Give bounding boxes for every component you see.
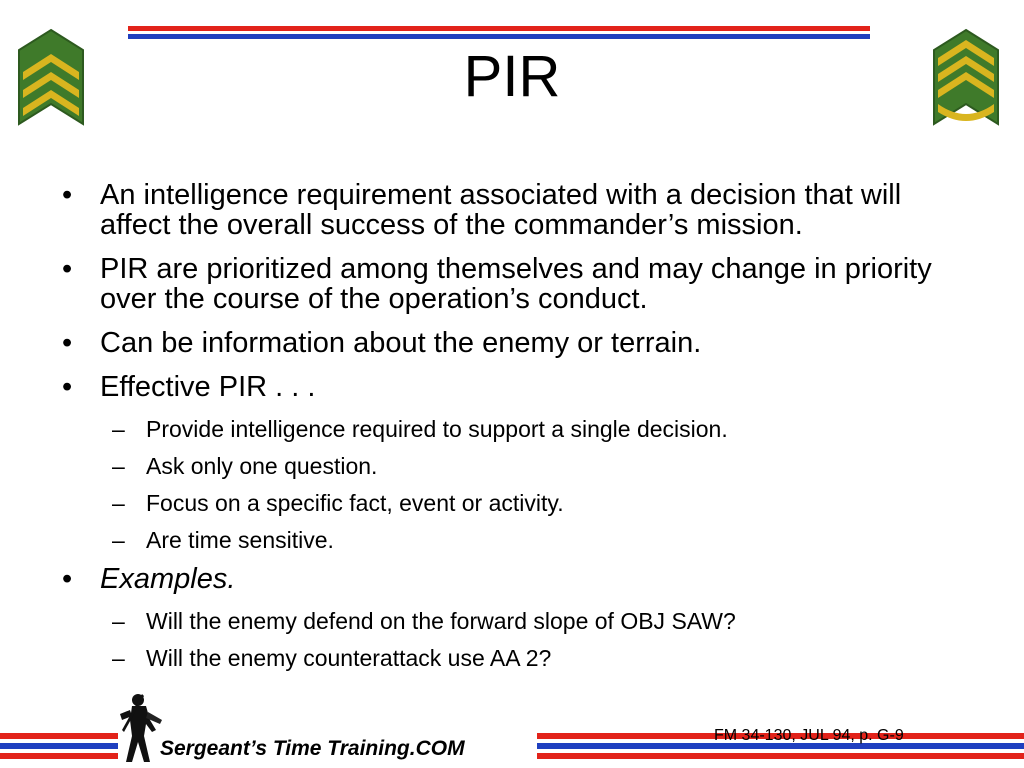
bullet-item: • Examples. — [62, 564, 962, 594]
slide-content: • An intelligence requirement associated… — [62, 180, 962, 682]
bullet-text: PIR are prioritized among themselves and… — [100, 253, 932, 315]
bullet-text: Effective PIR . . . — [100, 371, 316, 403]
sub-bullet-mark: – — [112, 453, 125, 479]
top-stripe-blue — [128, 34, 870, 39]
sub-bullet-mark: – — [112, 608, 125, 634]
bullet-text: Can be information about the enemy or te… — [100, 327, 702, 359]
footer-stripe-red — [537, 733, 1024, 739]
sub-bullet-item: – Focus on a specific fact, event or act… — [62, 490, 962, 516]
sub-bullet-item: – Are time sensitive. — [62, 527, 962, 553]
footer-stripe-red — [0, 753, 118, 759]
bullet-mark: • — [62, 327, 73, 359]
sub-bullet-text: Will the enemy defend on the forward slo… — [146, 608, 736, 634]
footer-brand: Sergeant’s Time Training.COM — [160, 737, 465, 760]
footer-stripe-red — [537, 753, 1024, 759]
sub-bullet-item: – Will the enemy defend on the forward s… — [62, 608, 962, 634]
slide-title: PIR — [463, 44, 561, 109]
bullet-item: • Can be information about the enemy or … — [62, 328, 962, 358]
sub-bullet-text: Provide intelligence required to support… — [146, 416, 728, 442]
sub-bullet-mark: – — [112, 527, 125, 553]
footer-stripes-left — [0, 733, 118, 763]
bullet-item: • Effective PIR . . . — [62, 372, 962, 402]
footer-stripes-right — [537, 733, 1024, 763]
staff-sergeant-chevron-icon — [933, 28, 999, 126]
sub-bullet-text: Are time sensitive. — [146, 527, 334, 553]
bullet-item: • An intelligence requirement associated… — [62, 180, 962, 240]
footer-stripe-blue — [537, 743, 1024, 749]
soldier-silhouette-icon — [120, 694, 162, 762]
footer-stripe-blue — [0, 743, 118, 749]
bullet-mark: • — [62, 371, 73, 403]
sub-bullet-text: Will the enemy counterattack use AA 2? — [146, 645, 552, 671]
bullet-mark: • — [62, 253, 73, 285]
sergeant-chevron-icon — [18, 28, 84, 126]
sub-bullet-text: Ask only one question. — [146, 453, 378, 479]
footer-citation: FM 34-130, JUL 94, p. G-9 — [714, 727, 904, 744]
bullet-mark: • — [62, 563, 73, 595]
top-stripe-red — [128, 26, 870, 31]
sub-bullet-mark: – — [112, 416, 125, 442]
top-stripes — [128, 26, 870, 42]
bullet-text: An intelligence requirement associated w… — [100, 179, 902, 241]
sub-bullet-item: – Provide intelligence required to suppo… — [62, 416, 962, 442]
footer-stripe-red — [0, 733, 118, 739]
bullet-text: Examples. — [100, 563, 236, 595]
sub-bullet-item: – Ask only one question. — [62, 453, 962, 479]
sub-bullet-text: Focus on a specific fact, event or activ… — [146, 490, 564, 516]
bullet-item: • PIR are prioritized among themselves a… — [62, 254, 962, 314]
sub-bullet-mark: – — [112, 490, 125, 516]
sub-bullet-mark: – — [112, 645, 125, 671]
bullet-mark: • — [62, 179, 73, 211]
sub-bullet-item: – Will the enemy counterattack use AA 2? — [62, 645, 962, 671]
